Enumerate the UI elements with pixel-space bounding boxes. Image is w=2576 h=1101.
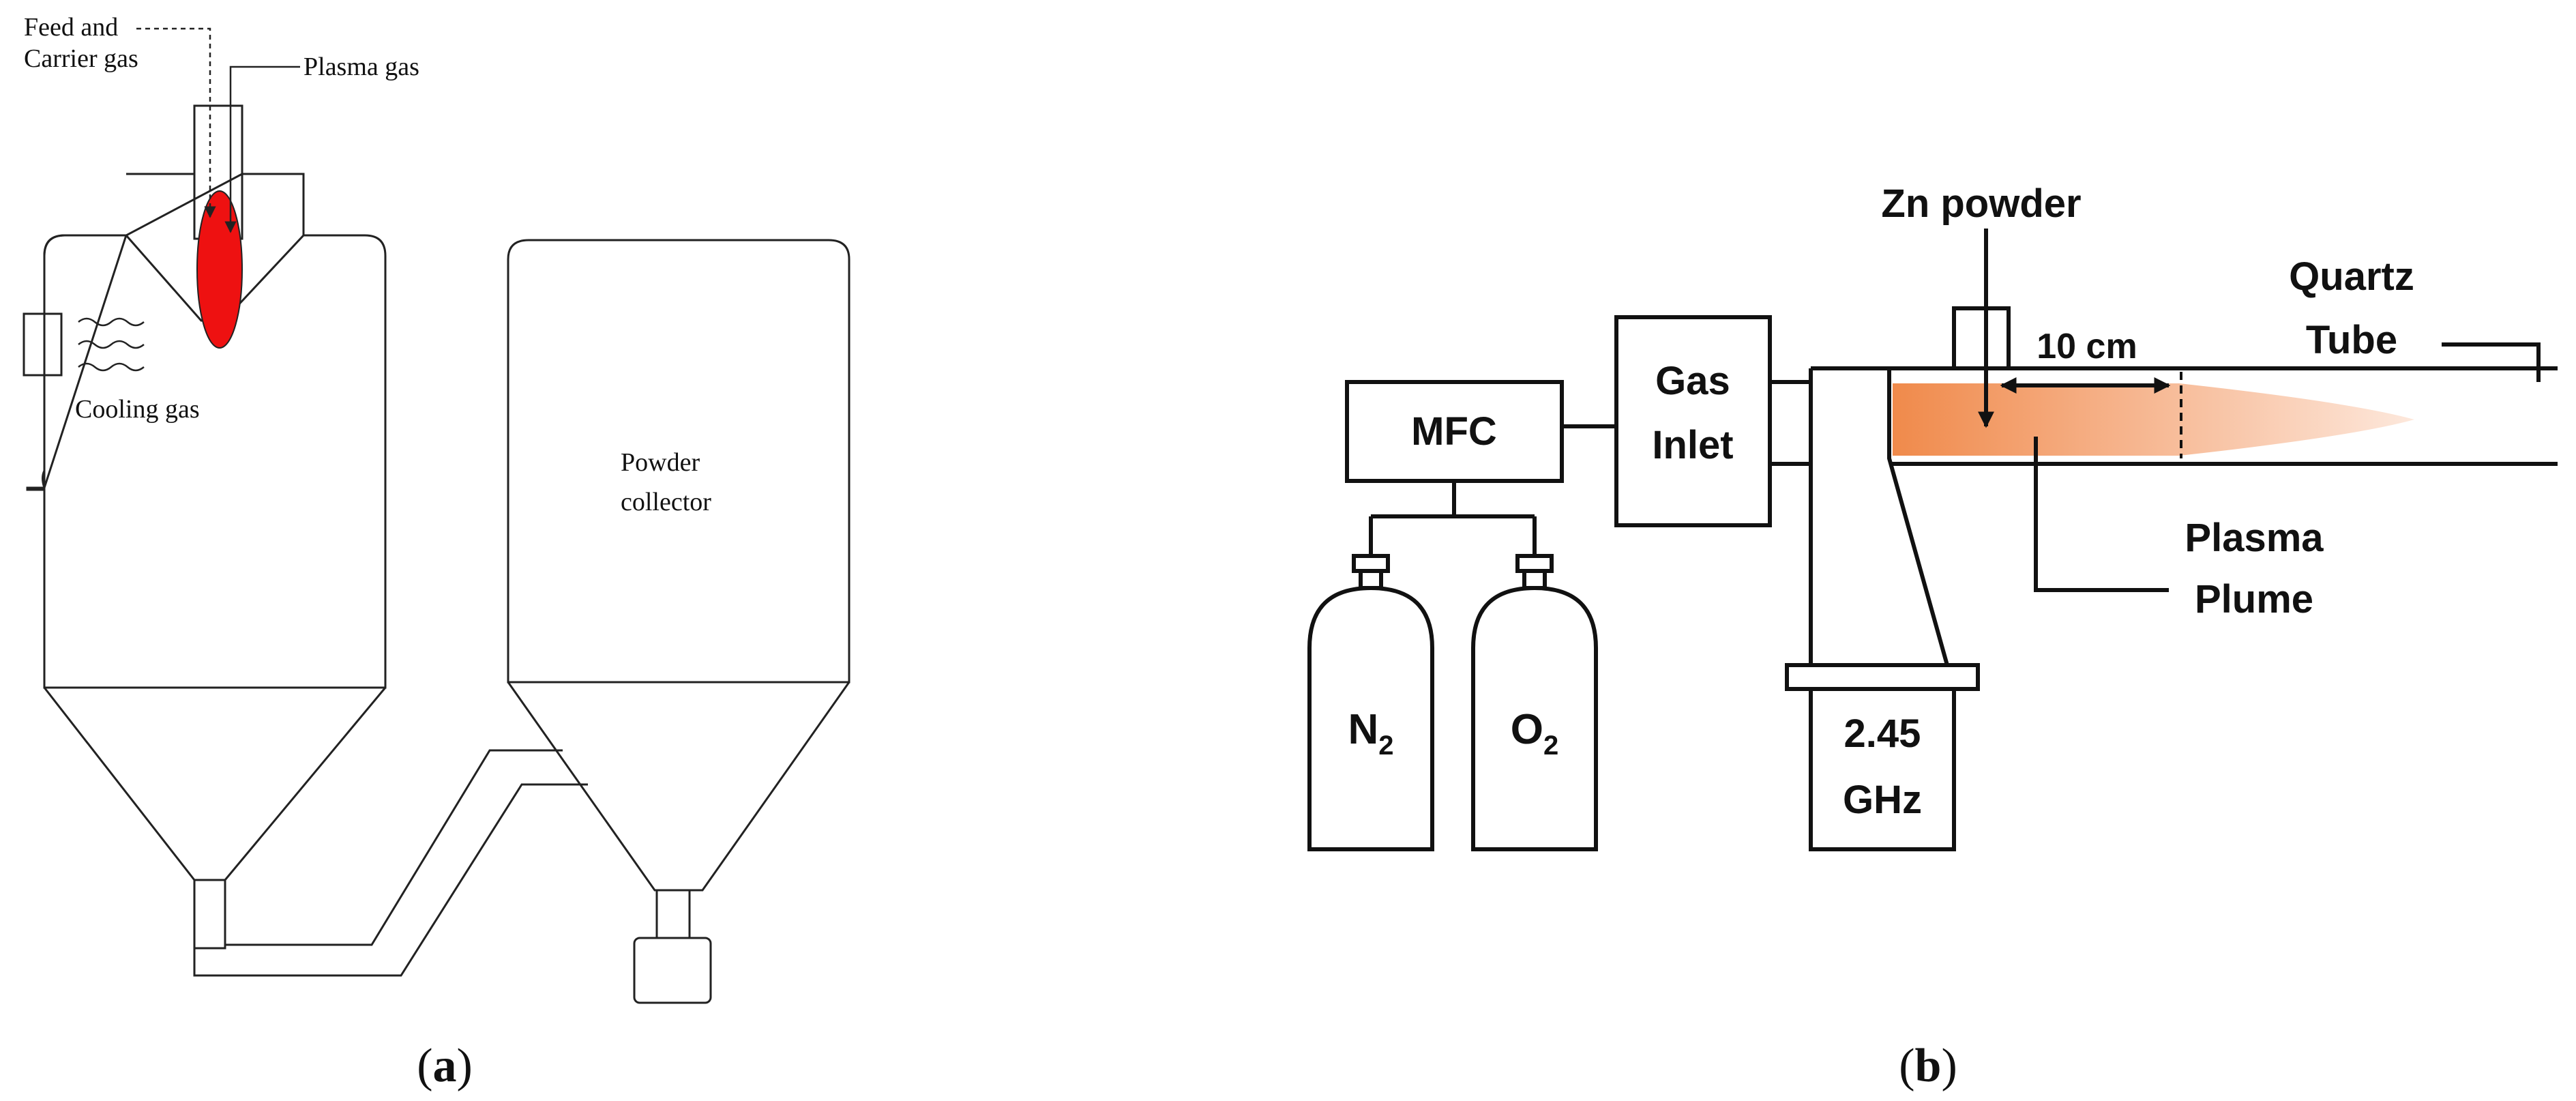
waveguide [1809,366,1949,666]
powder-collector-label-line2: collector [621,488,711,516]
cooling-gas-label: Cooling gas [75,395,200,424]
waveguide-flange [1785,663,1980,691]
zn-powder-label: Zn powder [1881,181,2081,226]
powder-collector-cone [507,681,850,892]
zn-feed-port [1952,306,2011,368]
cooling-gas-waves [78,317,145,372]
plasma-flame [196,190,243,349]
n2-cylinder [1307,554,1434,851]
collector-canister [633,937,712,1004]
mfc-label: MFC [1411,409,1497,454]
gas-inlet-label-line2: Inlet [1652,423,1733,467]
gas-inlet-box [1614,315,1772,527]
mfc-splitter [1369,481,1537,556]
connecting-duct-lower [193,783,588,977]
reactor-outlet [193,879,226,950]
caption-b: (b) [1899,1040,1957,1092]
panel-a-rf-plasma-reactor: Feed and Carrier gas Plasma gas Cooling … [23,13,850,1004]
distance-label: 10 cm [2037,327,2137,366]
powder-collector-label-line1: Powder [621,448,700,477]
reactor-chamber [26,234,128,508]
reactor-cone [43,687,387,881]
plasma-plume [1893,383,2414,456]
plasma-plume-label-line1: Plasma [2185,516,2324,560]
quartz-tube-leader [2442,342,2541,382]
frequency-label-line2: GHz [1843,778,1922,822]
feed-gas-arrow [136,27,216,218]
plasma-gas-label: Plasma gas [304,53,419,81]
caption-a: (a) [417,1040,473,1092]
o2-label: O2 [1511,706,1558,761]
gas-inlet-label-line1: Gas [1655,359,1730,403]
plasma-gas-arrow [224,65,300,233]
quartz-tube-label-line1: Quartz [2289,254,2414,299]
o2-cylinder [1471,554,1598,851]
plasma-plume-label-line2: Plume [2195,577,2313,621]
cooling-gas-inlet [23,312,63,377]
plasma-plume-leader [2034,437,2169,592]
collector-outlet [655,889,691,939]
powder-collector-body [507,239,850,684]
n2-label: N2 [1348,706,1393,761]
magnetron-box [1809,687,1956,851]
reactor-chamber-body [42,234,387,689]
quartz-tube-label-line2: Tube [2306,318,2397,362]
feed-gas-label-line1: Feed and [24,13,118,42]
connecting-duct [224,749,563,946]
feed-gas-label-line2: Carrier gas [24,44,138,73]
panel-b-microwave-plasma-setup: MFC Gas Inlet N2 O2 2.45 GHz Zn powder 1… [1307,181,2558,851]
frequency-label-line1: 2.45 [1844,711,1921,756]
